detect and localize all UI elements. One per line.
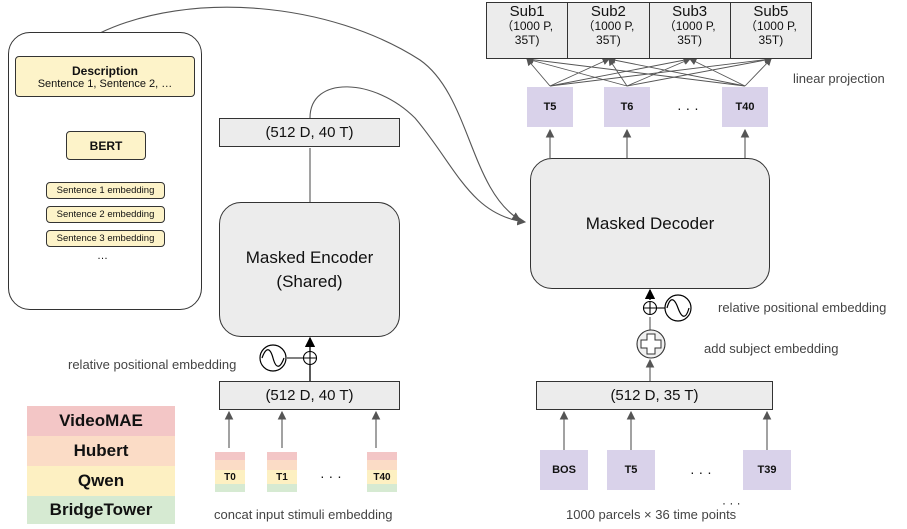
in-token-bos: BOS [540,450,588,490]
sub3-detail-2: 35T) [677,33,702,48]
legend-videomae: VideoMAE [27,406,175,436]
token-t40-label: T40 [367,470,397,484]
encoder-output-box: (512 D, 40 T) [219,118,400,147]
subject-sub5: Sub5 （1000 P, 35T) [731,3,811,58]
subject-sub2: Sub2 （1000 P, 35T) [568,3,650,58]
encoder-caption: concat input stimuli embedding [214,507,393,522]
description-box: Description Sentence 1, Sentence 2, … [15,56,195,97]
encoder-title: Masked Encoder [245,247,374,267]
token-t40: T40 [367,452,397,492]
sub5-name: Sub5 [753,3,789,20]
encoder-input-box: (512 D, 40 T) [219,381,400,410]
sub1-detail-2: 35T) [514,33,540,48]
subject-sub1: Sub1 （1000 P, 35T) [487,3,569,58]
legend-qwen: Qwen [27,466,175,496]
encoder-pos-label: relative positional embedding [68,357,237,372]
add-icon [302,350,318,366]
in-token-ellipsis: · · · [690,464,712,480]
sub2-name: Sub2 [590,3,626,20]
decoder-pos-icons [642,294,692,322]
out-token-ellipsis: · · · [677,100,699,116]
description-sentences: Sentence 1, Sentence 2, … [37,77,173,90]
in-token-t5: T5 [607,450,655,490]
subject-sub3: Sub3 （1000 P, 35T) [650,3,731,58]
out-token-t5: T5 [527,87,573,127]
projection-label: linear projection [793,71,885,86]
sub5-detail-2: 35T) [758,33,784,48]
sub5-detail-1: （1000 P, [744,19,797,34]
encoder-token-ellipsis: · · · [320,468,342,484]
subjects-row: Sub1 （1000 P, 35T) Sub2 （1000 P, 35T) Su… [486,2,812,59]
sub3-name: Sub3 [672,3,708,20]
decoder-input-box: (512 D, 35 T) [536,381,773,410]
token-t0-label: T0 [215,470,245,484]
subject-add-icon [636,329,666,359]
sine-wave-icon [259,344,287,372]
sub2-detail-2: 35T) [596,33,621,48]
token-t1: T1 [267,452,297,492]
decoder-caption: 1000 parcels × 36 time points [566,507,737,522]
out-token-t6: T6 [604,87,650,127]
sub1-name: Sub1 [509,3,545,20]
sub3-detail-1: （1000 P, [663,19,716,34]
sub2-detail-1: （1000 P, [582,19,635,34]
subject-embedding-label: add subject embedding [704,341,839,356]
description-title: Description [71,63,138,78]
bert-box: BERT [66,131,146,160]
in-token-t39: T39 [743,450,791,490]
legend-hubert: Hubert [27,436,175,466]
sentence-embedding-2: Sentence 2 embedding [46,206,165,223]
sentence-embedding-3: Sentence 3 embedding [46,230,165,247]
encoder-subtitle: (Shared) [276,271,343,291]
sentence-embedding-1: Sentence 1 embedding [46,182,165,199]
out-token-t40: T40 [722,87,768,127]
masked-encoder-block: Masked Encoder (Shared) [219,202,400,337]
decoder-pos-label: relative positional embedding [718,300,887,315]
masked-decoder-block: Masked Decoder [530,158,770,289]
projection-fan [526,56,772,87]
embedding-ellipsis: … [97,250,108,262]
token-t1-label: T1 [267,470,297,484]
legend-bridgetower: BridgeTower [27,496,175,524]
token-t0: T0 [215,452,245,492]
sub1-detail-1: （1000 P, [501,19,554,34]
bottom-ellipsis: · · · [722,496,741,510]
